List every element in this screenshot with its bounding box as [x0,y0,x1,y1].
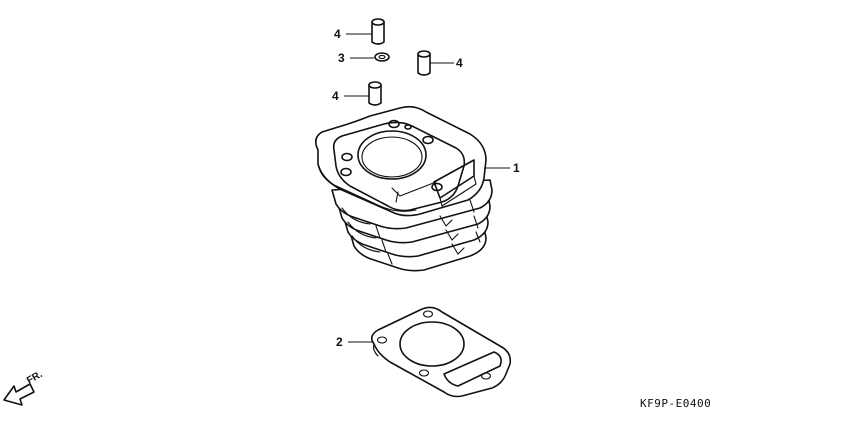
cylinder[interactable] [314,105,493,272]
front-indicator-label: FR. [25,369,45,387]
callout-cylinder: 1 [513,161,520,175]
diagram-reference-code: KF9P-E0400 [640,397,711,410]
front-direction-arrow-icon [3,383,35,406]
callout-dowel-right: 4 [456,56,463,70]
dowel-pin-top[interactable] [371,18,385,45]
o-ring[interactable] [374,52,390,62]
callout-oring: 3 [338,51,345,65]
callout-gasket: 2 [336,335,343,349]
dowel-pin-left[interactable] [368,81,382,106]
cylinder-base-gasket[interactable] [370,306,512,398]
callout-dowel-top: 4 [334,27,341,41]
callout-dowel-left: 4 [332,89,339,103]
dowel-pin-right[interactable] [417,50,431,76]
